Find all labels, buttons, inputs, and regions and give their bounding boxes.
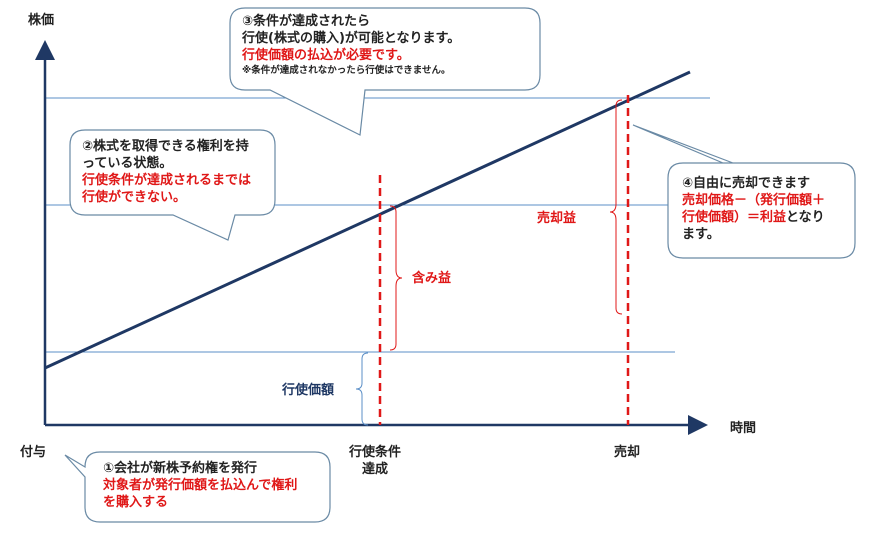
callout-2-line1: ②株式を取得できる権利を持: [82, 139, 249, 154]
callout-4-text: ④自由に売却できます 売却価格－（発行価額＋ 行使価額）＝利益となり ます。: [682, 175, 825, 243]
callout-3-bubble: [229, 7, 541, 136]
callout-2-red2: 行使ができない。: [82, 190, 187, 205]
callout-4-line1: ④自由に売却できます: [682, 176, 811, 191]
y-axis-label: 株価: [28, 13, 55, 28]
callout-1-line1: ①会社が新株予約権を発行: [103, 461, 258, 476]
callout-1-bubble: [64, 451, 331, 523]
sale-gain-brace: [609, 99, 623, 315]
exercise-price-label: 行使価額: [282, 383, 335, 398]
exercise-price-brace: [355, 352, 369, 426]
stock-price-line: [44, 70, 691, 370]
callout-2-line2: っている状態。: [82, 156, 173, 171]
condition-label: 行使条件 達成: [349, 444, 401, 478]
condition-label-line2: 達成: [362, 462, 389, 477]
sale-gain-label: 売却益: [537, 211, 577, 226]
callout-3-line1: ③条件が達成されたら: [242, 14, 371, 29]
callout-1-red1: 対象者が発行価額を払込んで権利: [103, 478, 298, 493]
callout-1-red2: を購入する: [103, 495, 169, 510]
callout-2-red1: 行使条件が達成されるまでは: [82, 173, 252, 188]
callout-4-red1: 売却価格－（発行価額＋: [682, 193, 826, 208]
x-axis-label: 時間: [730, 421, 757, 436]
callout-4-red2: 行使価額）＝利益: [682, 210, 787, 225]
callout-3-line2: 行使(株式の購入)が可能となります。: [242, 31, 461, 46]
unrealized-gain-label: 含み益: [412, 271, 452, 286]
unrealized-gain-brace: [389, 205, 403, 351]
callout-2-text: ②株式を取得できる権利を持 っている状態。 行使条件が達成されるまでは 行使がで…: [82, 138, 251, 206]
callout-4-line3: ます。: [682, 227, 720, 242]
sale-label: 売却: [614, 445, 641, 460]
callout-1-text: ①会社が新株予約権を発行 対象者が発行価額を払込んで権利 を購入する: [103, 460, 297, 511]
callout-3-red: 行使価額の払込が必要です。: [242, 48, 410, 63]
grant-label: 付与: [20, 445, 47, 460]
callout-2-bubble: [69, 129, 276, 241]
callout-3-note: ※条件が達成されなかったら行使はできません。: [242, 65, 451, 76]
callout-4-bubble: [632, 124, 856, 259]
condition-label-line1: 行使条件: [349, 445, 402, 460]
callout-4-line2-tail: となり: [786, 210, 825, 225]
callout-3-text: ③条件が達成されたら 行使(株式の購入)が可能となります。 行使価額の払込が必要…: [242, 13, 460, 77]
